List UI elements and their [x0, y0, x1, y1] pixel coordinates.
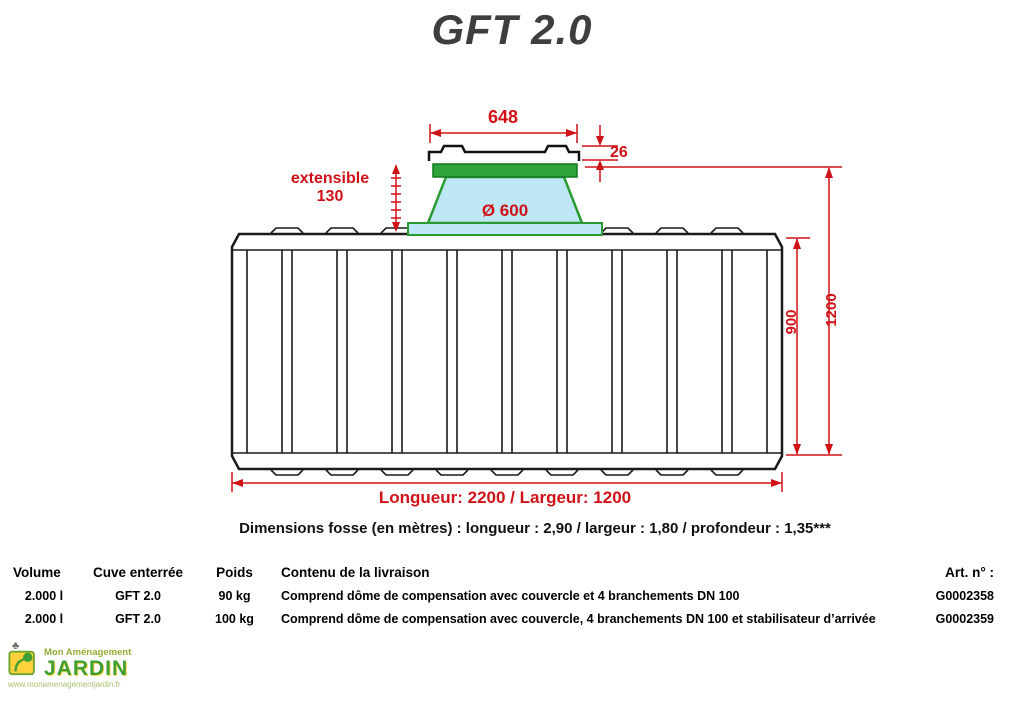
cell-contenu: Comprend dôme de compensation avec couve… — [281, 612, 876, 626]
brand-url: www.monamenagementjardin.fr — [8, 680, 121, 689]
col-header-cuve: Cuve enterrée — [92, 565, 184, 580]
extensible-text: extensible — [290, 170, 370, 187]
dim-label-130: 130 — [316, 188, 344, 206]
cell-cuve: GFT 2.0 — [115, 612, 161, 626]
brand-logo-icon — [8, 650, 35, 676]
col-header-poids: Poids — [216, 565, 253, 580]
tank-ribs — [246, 250, 768, 453]
dim-line-900 — [786, 237, 810, 454]
dim-label-1200: 1200 — [823, 293, 840, 327]
brand-row: Mon Aménagement JARDIN — [8, 645, 188, 679]
cell-cuve: GFT 2.0 — [115, 589, 161, 603]
cell-volume: 2.000 l — [24, 589, 64, 603]
dim-line-648 — [429, 124, 578, 143]
compensation-dome — [407, 163, 603, 236]
dim-line-length — [231, 472, 783, 492]
tank-body — [230, 227, 784, 476]
tank-diagram — [230, 124, 842, 492]
col-header-art: Art. n° : — [945, 565, 994, 580]
cell-poids: 90 kg — [218, 589, 251, 603]
brand-name-top: Mon Aménagement — [44, 647, 132, 658]
table-row: 2.000 l GFT 2.0 90 kg Comprend dôme de c… — [10, 585, 1014, 608]
table-row: 2.000 l GFT 2.0 100 kg Comprend dôme de … — [10, 608, 1014, 631]
brand-text: Mon Aménagement JARDIN — [44, 645, 131, 679]
tank-bottom-tabs — [270, 469, 744, 476]
dome-lid — [427, 144, 581, 161]
dim-label-extensible: extensible 130 — [284, 170, 376, 207]
cell-art: G0002359 — [935, 612, 994, 626]
brand-logo: ♣ Mon Aménagement JARDIN www.monamenagem… — [8, 640, 188, 689]
dimension-arrowheads — [232, 129, 833, 487]
dim-label-648: 648 — [487, 107, 519, 127]
col-header-volume: Volume — [13, 565, 61, 580]
cell-art: G0002358 — [935, 589, 994, 603]
spec-table: Volume Cuve enterrée Poids Contenu de la… — [10, 562, 1014, 631]
pit-dimensions-note: Dimensions fosse (en mètres) : longueur … — [239, 520, 831, 537]
dim-label-length: Longueur: 2200 / Largeur: 1200 — [378, 488, 632, 507]
spec-table-header: Volume Cuve enterrée Poids Contenu de la… — [10, 562, 1014, 583]
cell-contenu: Comprend dôme de compensation avec couve… — [281, 589, 740, 603]
dim-label-diameter: Ø 600 — [481, 201, 529, 220]
col-header-contenu: Contenu de la livraison — [281, 565, 430, 580]
small-plant-icon: ♣ — [12, 640, 20, 652]
dim-line-1200 — [585, 166, 842, 456]
cell-poids: 100 kg — [215, 612, 254, 626]
brand-name-main: JARDIN — [44, 657, 129, 680]
page-title: GFT 2.0 — [431, 6, 593, 53]
dim-line-extensible — [391, 166, 401, 230]
cell-volume: 2.000 l — [24, 612, 64, 626]
dim-label-900: 900 — [783, 309, 800, 335]
dim-label-26: 26 — [610, 144, 628, 161]
